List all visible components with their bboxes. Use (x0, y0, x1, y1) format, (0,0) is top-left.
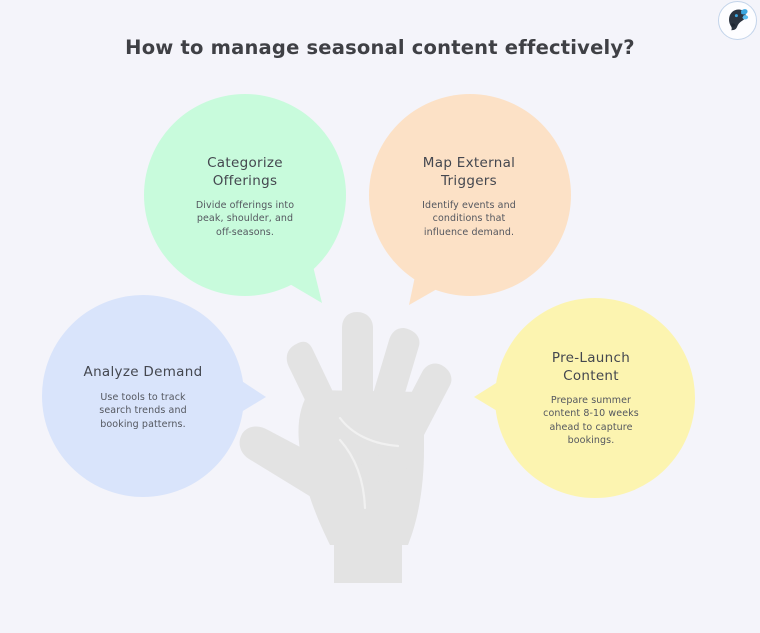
bubble-title-pre-launch-content: Pre-Launch Content (551, 350, 631, 384)
avatar[interactable] (718, 1, 757, 40)
bubble-body-map-external-triggers: Identify events and conditions that infl… (422, 199, 516, 238)
bubble-text-map-external-triggers: Map External Triggers Identify events an… (388, 155, 550, 239)
bubble-title-map-external-triggers: Map External Triggers (422, 155, 516, 189)
bubble-title-analyze-demand: Analyze Demand (83, 364, 203, 380)
bubble-body-categorize-offerings: Divide offerings into peak, shoulder, an… (195, 199, 295, 238)
bubble-text-categorize-offerings: Categorize Offerings Divide offerings in… (164, 155, 326, 239)
bubble-categorize-offerings[interactable] (144, 94, 346, 303)
bubble-pre-launch-content[interactable] (474, 298, 695, 498)
head-silhouette-logo-icon (729, 9, 749, 31)
open-hand-icon (239, 312, 452, 583)
bubble-body-pre-launch-content: Prepare summer content 8-10 weeks ahead … (543, 394, 639, 447)
bubble-text-analyze-demand: Analyze Demand Use tools to track search… (62, 364, 224, 431)
page-title: How to manage seasonal content effective… (125, 36, 635, 59)
bubble-body-analyze-demand: Use tools to track search trends and boo… (99, 391, 187, 430)
bubble-text-pre-launch-content: Pre-Launch Content Prepare summer conten… (510, 350, 672, 448)
bubble-map-external-triggers[interactable] (369, 94, 571, 305)
bubble-analyze-demand[interactable] (42, 295, 266, 497)
bubble-title-categorize-offerings: Categorize Offerings (207, 155, 283, 189)
